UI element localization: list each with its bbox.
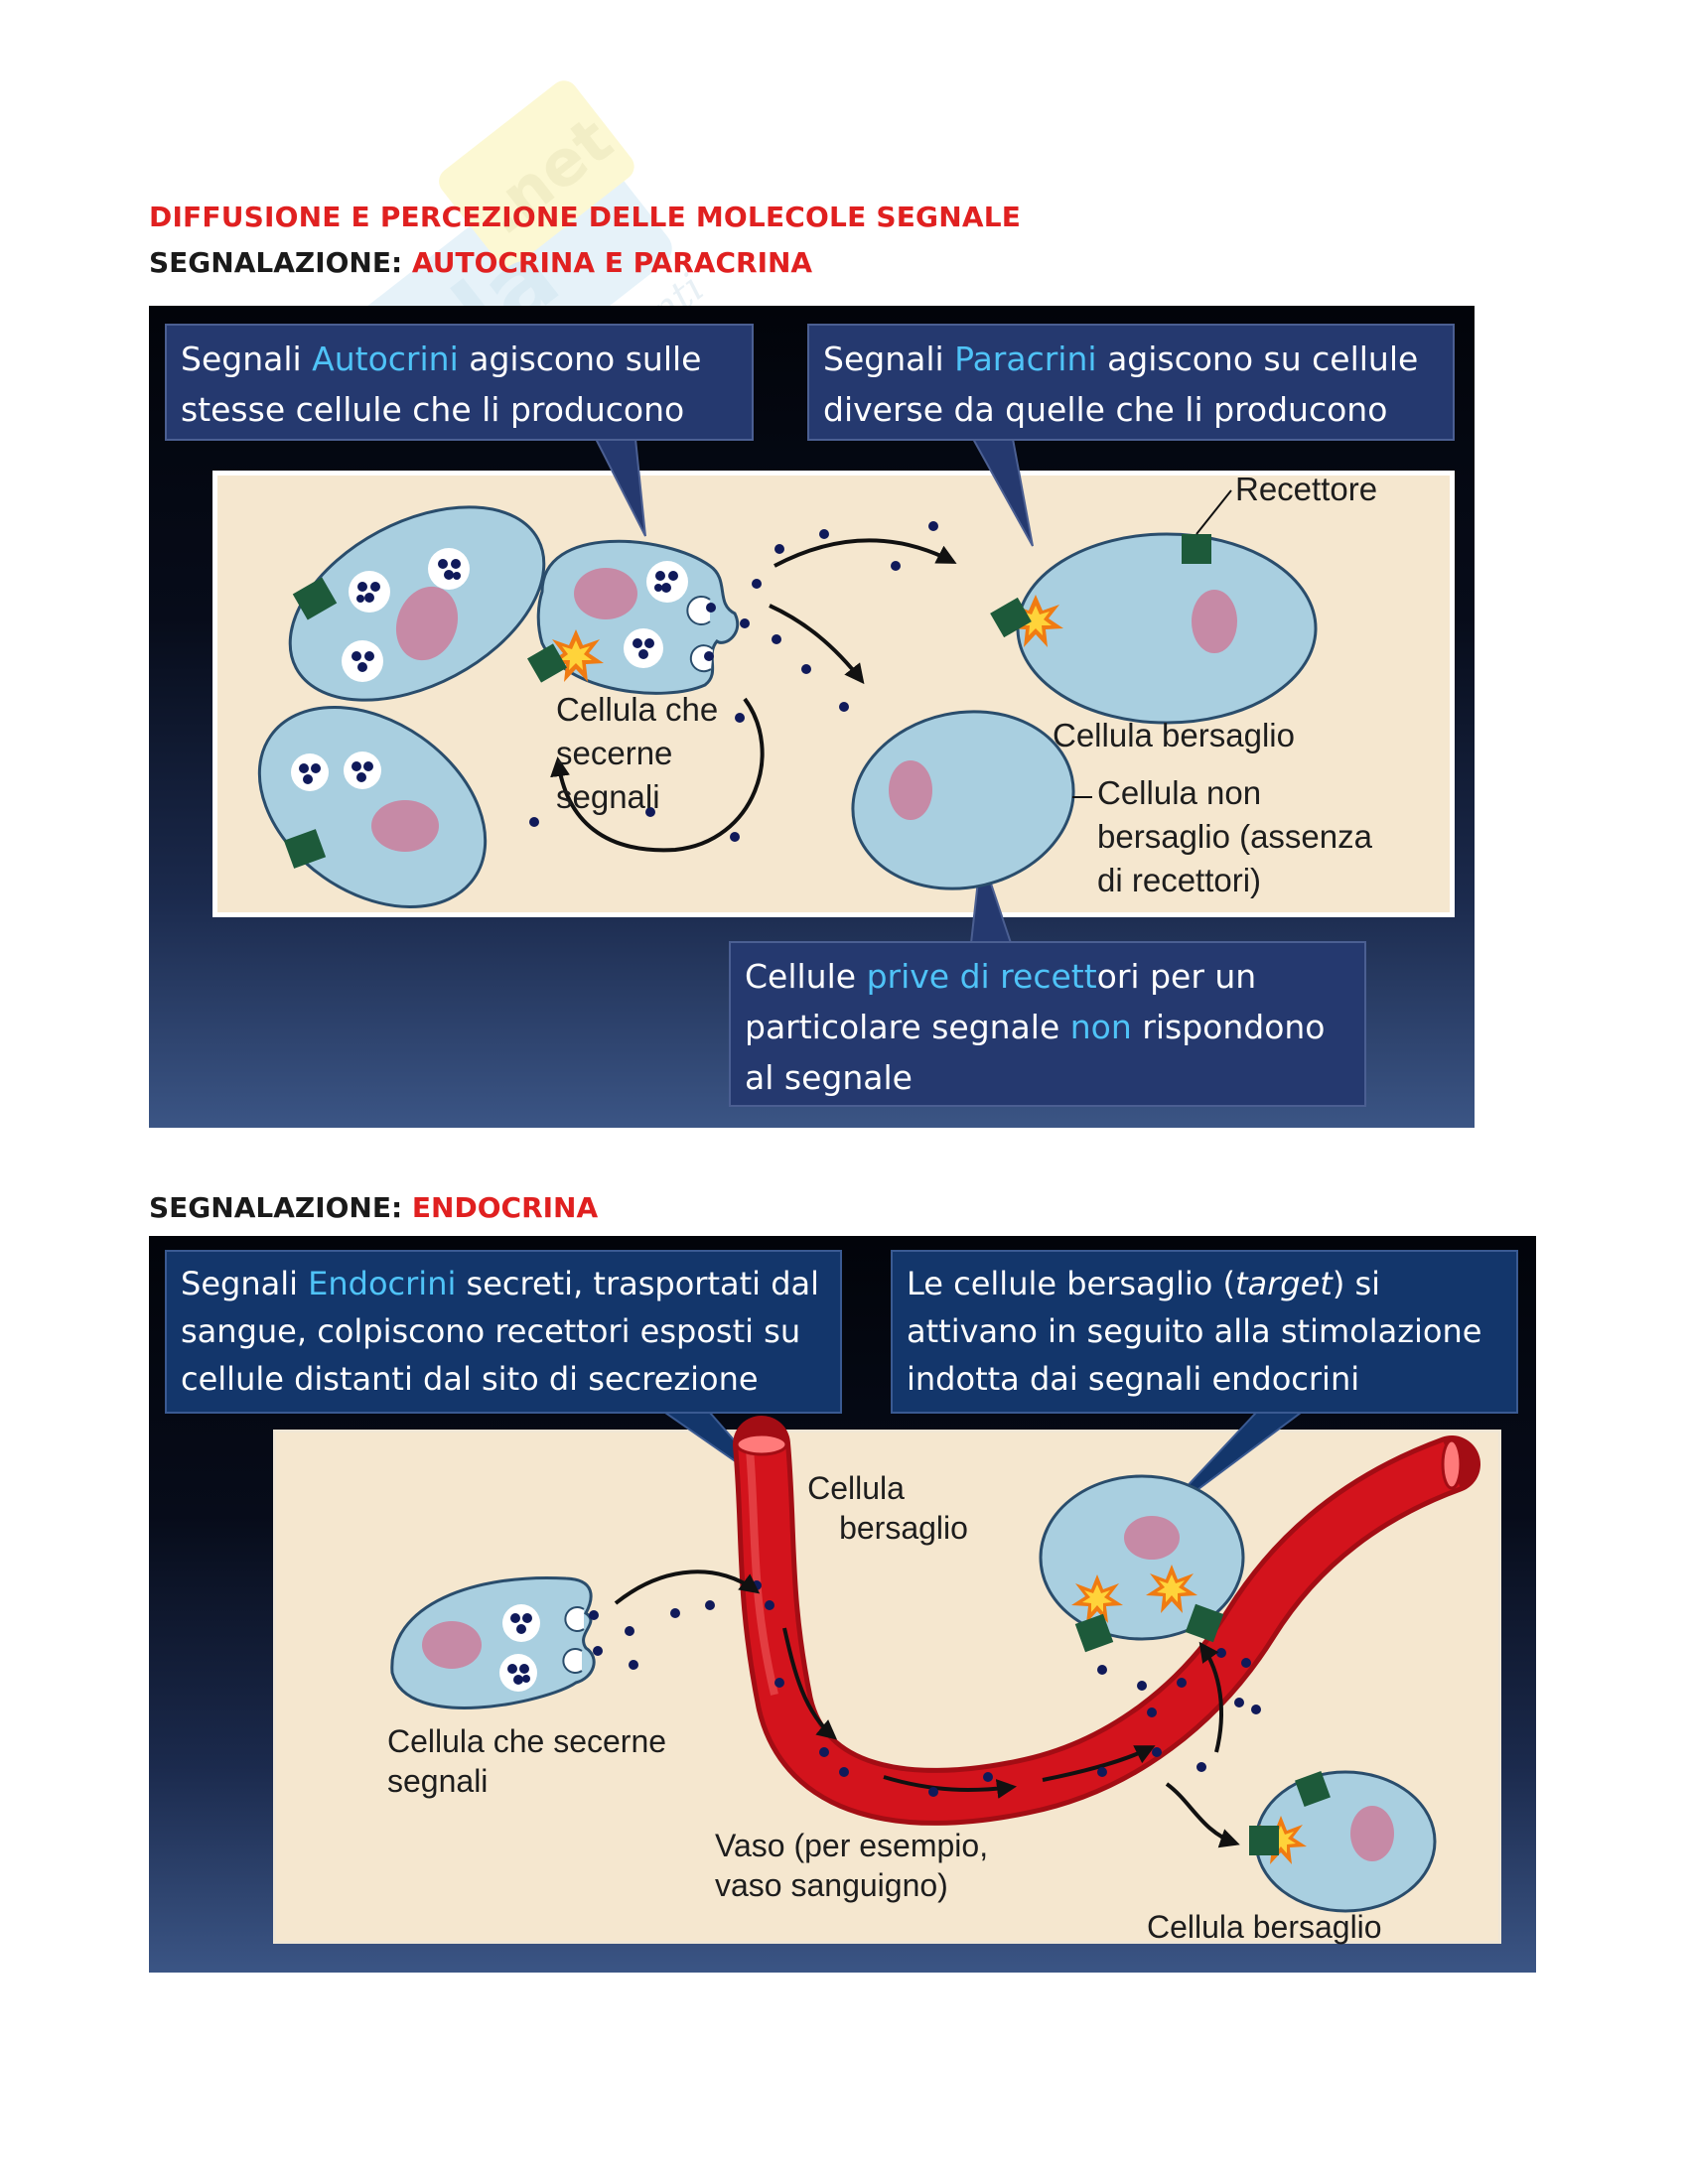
label-target-bottom: Cellula bersaglio <box>1147 1909 1382 1945</box>
label-secreting-cell-line2: segnali <box>387 1763 488 1799</box>
section-highlight: AUTOCRINA E PARACRINA <box>411 246 813 279</box>
callout-target-activation: Le cellule bersaglio (target) si attivan… <box>891 1250 1518 1414</box>
label-secreting-cell-line3: segnali <box>556 778 660 815</box>
arrow-autocrine-loop <box>550 697 765 853</box>
blood-vessel <box>733 1416 1480 1826</box>
label-secreting-cell-line1: Cellula che <box>556 691 718 728</box>
arrow-to-upper-target <box>1198 1641 1223 1753</box>
arrow-to-target <box>774 538 957 568</box>
neighbor-cell-upper <box>288 505 546 702</box>
receptor-icon <box>1295 1771 1331 1807</box>
callout-endocrine: Segnali Endocrini secreti, trasportati d… <box>165 1250 842 1414</box>
callout-autocrine: Segnali Autocrini agiscono sulle stesse … <box>165 324 754 441</box>
non-target-cell <box>851 710 1092 890</box>
secreting-cell <box>527 539 740 695</box>
document-title: DIFFUSIONE E PERCEZIONE DELLE MOLECOLE S… <box>149 201 1022 233</box>
label-vessel-line2: vaso sanguigno) <box>715 1867 948 1903</box>
receptor-icon <box>1249 1826 1279 1855</box>
arrow-into-vessel <box>614 1570 761 1605</box>
receptor-icon <box>1182 534 1211 564</box>
signal-molecules <box>589 1580 1261 1797</box>
receptor-icon <box>527 643 567 683</box>
receptor-icon <box>292 577 338 620</box>
neighbor-cell-lower <box>257 705 488 909</box>
label-non-target-line2: bersaglio (assenza <box>1097 818 1373 855</box>
receptor-icon <box>1185 1603 1224 1643</box>
figure-autocrine-paracrine: Segnali Autocrini agiscono sulle stesse … <box>149 306 1475 1128</box>
target-cell-upper <box>1039 1474 1245 1653</box>
section-prefix: SEGNALAZIONE: <box>149 246 412 279</box>
callout-no-receptor: Cellule prive di recettori per un partic… <box>729 941 1366 1107</box>
figure2-diagram: Cellula che secerne segnali Cellula bers… <box>387 1412 1480 1945</box>
label-non-target-line3: di recettori) <box>1097 862 1261 898</box>
figure1-diagram: Recettore Cellula che secerne segnali Ce… <box>257 438 1377 944</box>
callout-paracrine-pointer <box>971 438 1034 547</box>
arrow-to-lower-target <box>1165 1782 1240 1848</box>
label-target-top-line1: Cellula <box>807 1470 905 1506</box>
figure1-labels: Recettore Cellula che secerne segnali Ce… <box>556 471 1377 898</box>
section-heading-endocrine: SEGNALAZIONE: ENDOCRINA <box>149 1191 598 1224</box>
receptor-icon <box>1074 1613 1114 1653</box>
label-target-top-line2: bersaglio <box>839 1510 968 1546</box>
flow-arrows <box>782 1627 1156 1799</box>
label-target-cell: Cellula bersaglio <box>1053 717 1295 753</box>
receptor-icon <box>990 597 1032 638</box>
section-heading-autocrine-paracrine: SEGNALAZIONE: AUTOCRINA E PARACRINA <box>149 246 812 279</box>
label-secreting-cell-line2: secerne <box>556 735 672 771</box>
section-highlight: ENDOCRINA <box>411 1191 599 1224</box>
target-cell <box>990 489 1318 725</box>
label-vessel-line1: Vaso (per esempio, <box>715 1828 988 1863</box>
label-receptor: Recettore <box>1235 471 1377 507</box>
callout-paracrine: Segnali Paracrini agiscono su cellule di… <box>807 324 1455 441</box>
callout-autocrine-pointer <box>594 438 646 537</box>
label-secreting-cell-line1: Cellula che secerne <box>387 1723 666 1759</box>
arrow-to-non-target <box>769 604 865 685</box>
figure2-labels: Cellula che secerne segnali Cellula bers… <box>387 1470 1382 1945</box>
section-prefix: SEGNALAZIONE: <box>149 1191 412 1224</box>
figure-endocrine: Segnali Endocrini secreti, trasportati d… <box>149 1236 1536 1973</box>
label-non-target-line1: Cellula non <box>1097 774 1261 811</box>
endocrine-secreting-cell <box>390 1575 596 1709</box>
target-cell-lower <box>1249 1770 1437 1913</box>
signal-molecules <box>529 521 938 842</box>
receptor-icon <box>283 829 327 869</box>
